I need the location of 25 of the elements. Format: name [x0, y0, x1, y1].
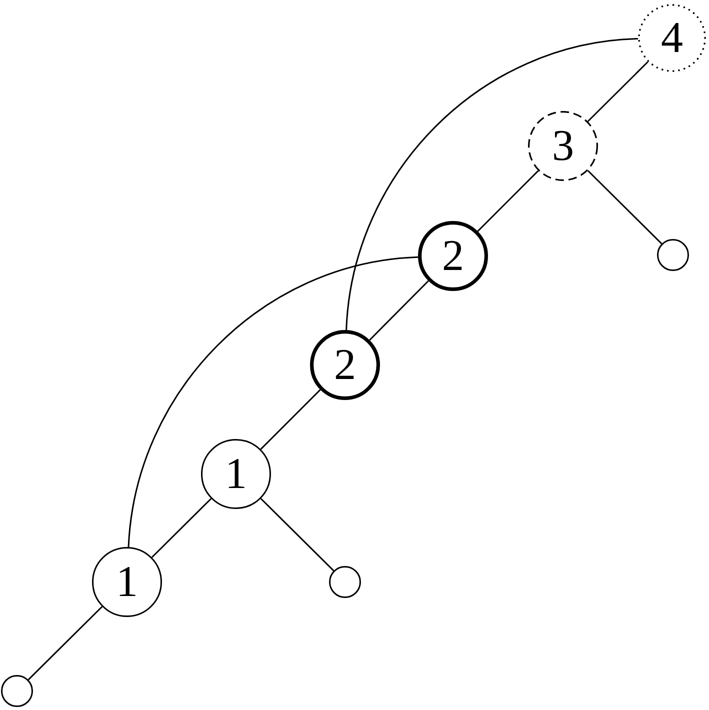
dashed-circle-node: [528, 111, 598, 181]
connector-line: [28, 606, 103, 680]
connector-line: [587, 61, 648, 122]
empty-circle-node: [657, 239, 689, 271]
connector-line: [369, 280, 429, 341]
circle-node: [201, 439, 271, 509]
node-number: 4: [661, 16, 683, 60]
bold-circle-node: [310, 330, 380, 400]
dotted-circle-node: [638, 4, 706, 72]
node-number: 2: [442, 234, 464, 278]
empty-circle-node: [329, 566, 361, 598]
empty-circle-node: [1, 675, 33, 707]
connector-line: [260, 498, 334, 572]
connector-line: [151, 498, 212, 558]
connector-line: [260, 389, 321, 450]
curved-connector: [128, 256, 418, 548]
node-number: 3: [552, 124, 574, 168]
circle-node: [92, 547, 162, 617]
connector-line: [587, 170, 662, 244]
bold-circle-node: [418, 221, 488, 291]
node-number: 1: [225, 452, 247, 496]
node-number: 2: [334, 343, 356, 387]
connector-line: [477, 170, 539, 232]
node-number: 1: [116, 560, 138, 604]
curved-connector: [346, 38, 638, 330]
